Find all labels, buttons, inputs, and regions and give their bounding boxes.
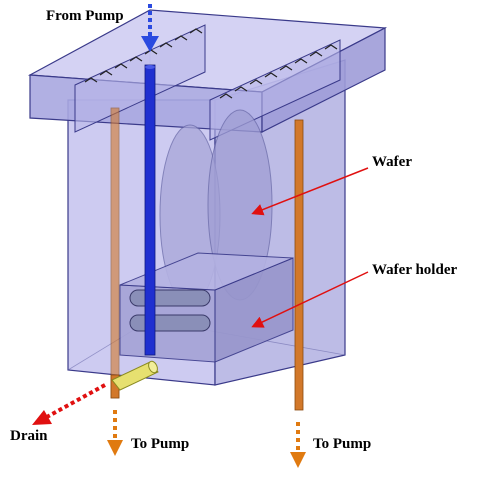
left-outlet-pipe [110, 107, 120, 399]
wafer-holder-callout-arrow [251, 271, 369, 328]
right-to-pump-arrow [290, 422, 306, 468]
wafer-label: Wafer [372, 154, 412, 170]
inlet-pipe [144, 64, 156, 356]
left-to-pump-arrow [107, 410, 123, 456]
from-pump-label: From Pump [46, 8, 124, 24]
to-pump-right-label: To Pump [313, 436, 372, 452]
drain-pipe [111, 360, 159, 391]
wafer-holder-label: Wafer holder [372, 262, 458, 278]
drain-arrow [32, 383, 106, 425]
wafer-holder [119, 252, 294, 363]
from-pump-arrow [141, 4, 159, 52]
to-pump-left-label: To Pump [131, 436, 190, 452]
wafer-callout-arrow [251, 167, 369, 216]
right-outlet-pipe [294, 119, 304, 411]
drain-label: Drain [10, 428, 48, 444]
